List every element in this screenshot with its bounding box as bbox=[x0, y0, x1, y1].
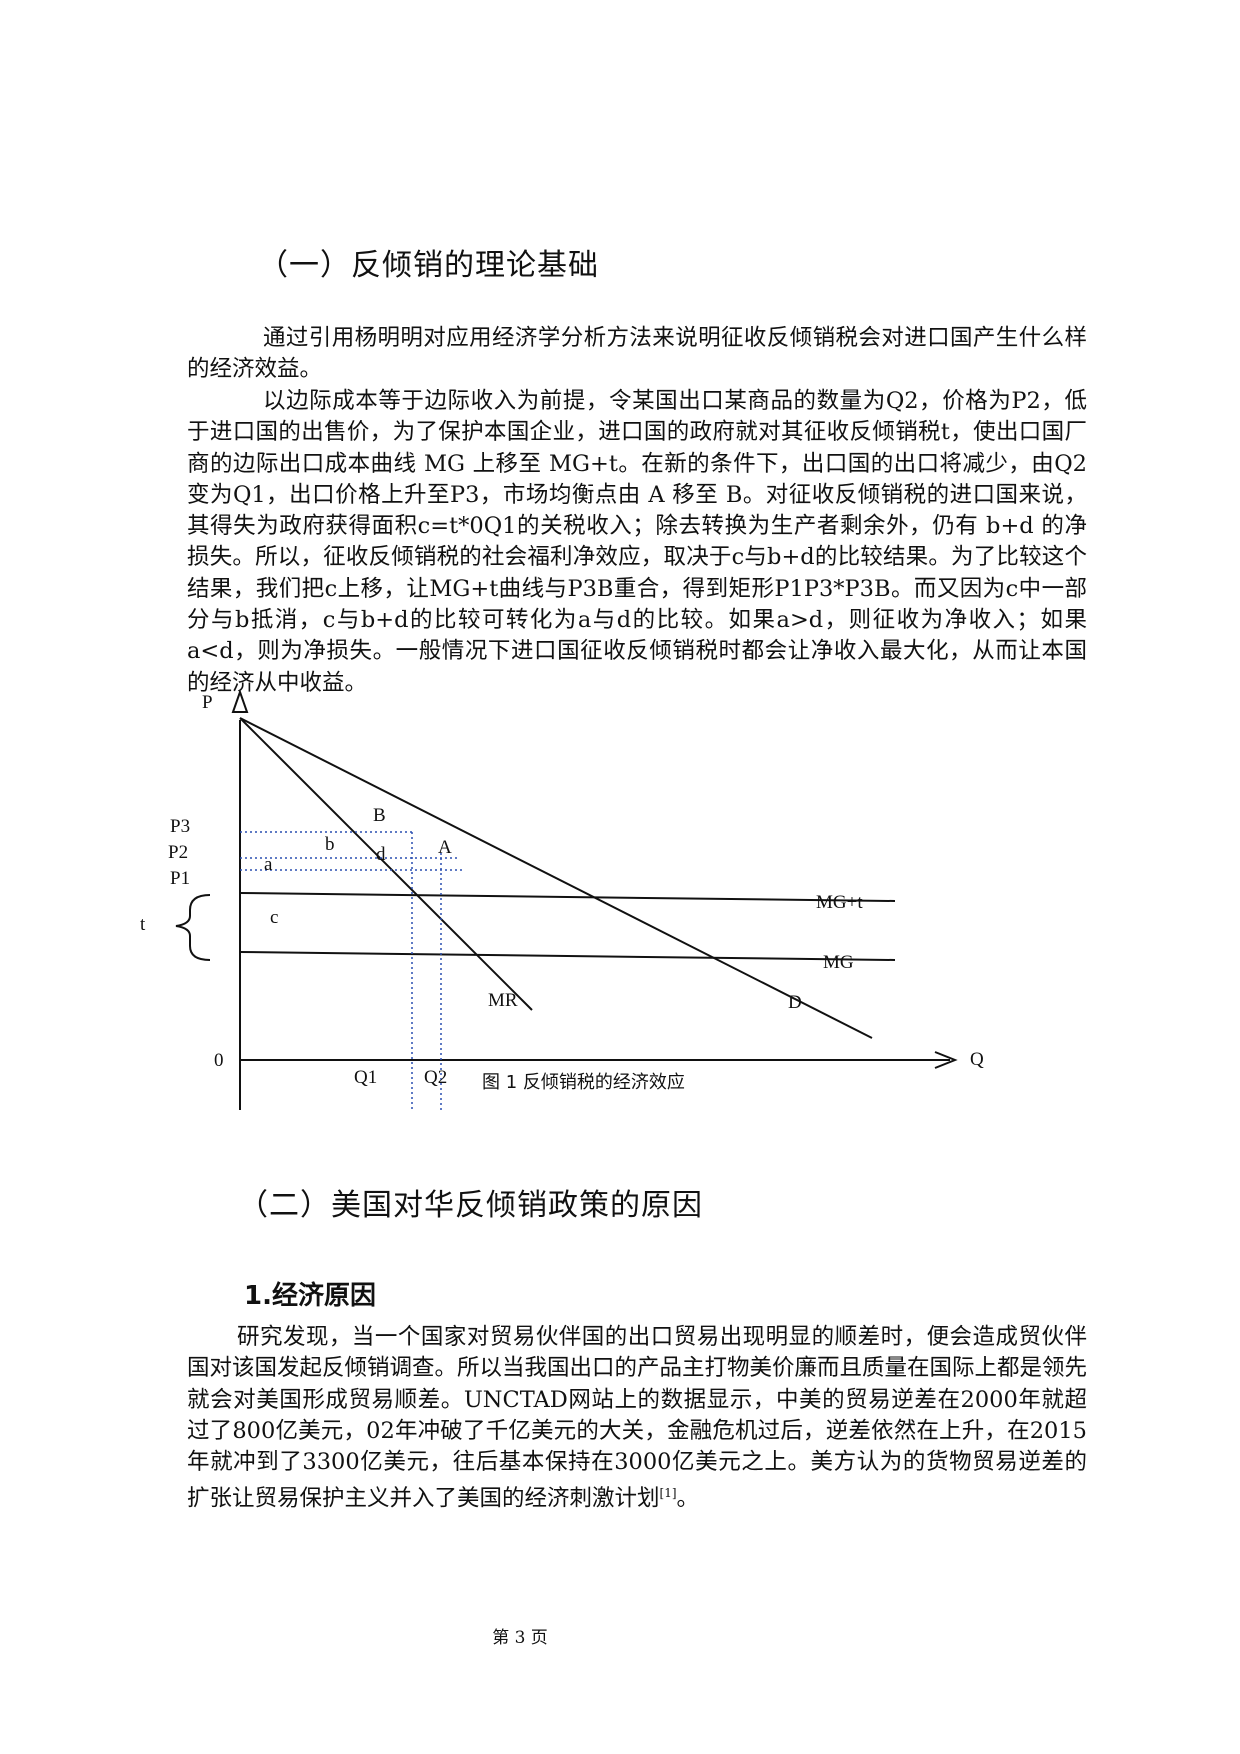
anti-dumping-figure: P Q 0 P3 P2 P1 Q1 Q2 B A a b d c t MG+t … bbox=[140, 690, 984, 1110]
label-b: B bbox=[373, 805, 386, 826]
mg-curve bbox=[239, 951, 896, 961]
mr-curve bbox=[239, 717, 533, 1011]
label-mg: MG bbox=[823, 952, 854, 973]
label-mr: MR bbox=[488, 990, 518, 1011]
section1-para2: 以边际成本等于边际收入为前提，令某国出口某商品的数量为Q2，价格为P2，低于进口… bbox=[187, 388, 1087, 696]
figure-caption: 图 1 反倾销税的经济效应 bbox=[482, 1072, 685, 1093]
label-p1: P1 bbox=[170, 868, 190, 889]
label-p2: P2 bbox=[168, 842, 188, 863]
axis-label-p: P bbox=[202, 692, 213, 713]
origin-label: 0 bbox=[214, 1050, 224, 1071]
tax-brace bbox=[175, 894, 211, 961]
label-mg-t: MG+t bbox=[816, 892, 863, 913]
section2-para-end: 。 bbox=[676, 1485, 700, 1512]
label-a: A bbox=[438, 837, 452, 858]
section1-heading: （一）反倾销的理论基础 bbox=[258, 248, 599, 283]
x-axis-arrow bbox=[934, 1051, 958, 1069]
label-q2: Q2 bbox=[424, 1067, 447, 1088]
label-q1: Q1 bbox=[354, 1067, 377, 1088]
label-p3: P3 bbox=[170, 816, 190, 837]
section2-para: 研究发现，当一个国家对贸易伙伴国的出口贸易出现明显的顺差时，便会造成贸伙伴国对该… bbox=[187, 1322, 1087, 1515]
section1-para1: 通过引用杨明明对应用经济学分析方法来说明征收反倾销税会对进口国产生什么样的经济效… bbox=[187, 325, 1087, 383]
label-area-b: b bbox=[325, 834, 335, 855]
y-axis-arrow bbox=[231, 690, 249, 713]
label-area-d: d bbox=[376, 844, 386, 865]
section2-para-text: 研究发现，当一个国家对贸易伙伴国的出口贸易出现明显的顺差时，便会造成贸伙伴国对该… bbox=[187, 1324, 1088, 1512]
label-t: t bbox=[140, 914, 146, 935]
citation-ref: [1] bbox=[659, 1486, 677, 1501]
demand-curve bbox=[239, 717, 873, 1039]
mg-t-curve bbox=[239, 892, 896, 902]
page-footer: 第 3 页 bbox=[492, 1628, 548, 1648]
label-area-a: a bbox=[264, 854, 273, 875]
axis-label-q: Q bbox=[970, 1049, 984, 1070]
label-d: D bbox=[788, 992, 802, 1013]
section2-heading: （二）美国对华反倾销政策的原因 bbox=[238, 1188, 703, 1223]
label-area-c: c bbox=[270, 907, 278, 928]
section2-subheading: 1.经济原因 bbox=[244, 1281, 376, 1311]
